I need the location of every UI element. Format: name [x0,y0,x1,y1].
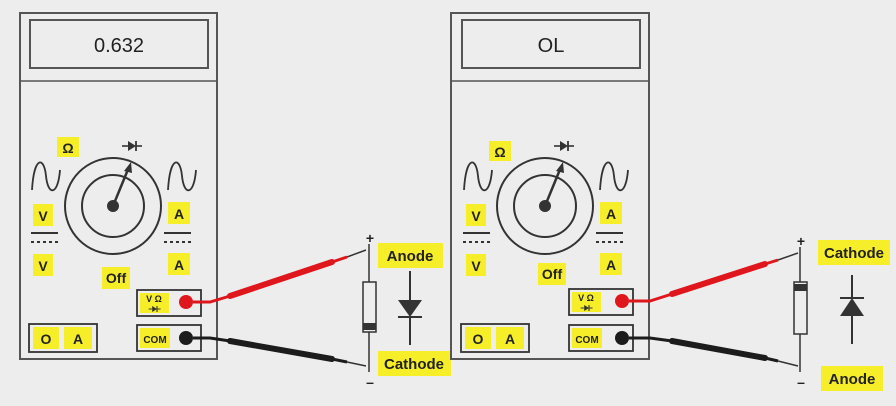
port-com-jack[interactable] [615,331,629,345]
dc-symbol-icon [164,232,191,243]
diode-top-label: Anode [387,248,434,265]
diode-under-test [793,247,808,372]
v-dc-label: V [471,258,481,274]
sine-wave-icon [31,161,61,192]
multimeter-1: 0.632 Ω V A V [19,12,451,390]
ohm-label: Ω [494,144,505,160]
dc-symbol-icon [31,232,58,243]
v-ac-label: V [471,208,481,224]
port-vohm-jack[interactable] [179,295,193,309]
port-com-label: COM [143,335,166,346]
dc-symbol-icon [463,232,490,243]
polarity-minus: – [366,374,374,390]
port-o-label: O [41,331,52,347]
diode-top-label: Cathode [824,245,884,262]
diode-bottom-label: Anode [829,371,876,388]
port-a-label: A [73,331,83,347]
a-ac-label: A [174,206,184,222]
black-test-lead[interactable] [193,336,367,367]
sine-wave-icon [599,161,629,192]
port-vohm-jack[interactable] [615,294,629,308]
polarity-minus: – [797,374,805,390]
display-reading: 0.632 [94,35,144,57]
diode-schematic-icon [398,271,422,345]
lcd-display [29,19,209,69]
a-ac-label: A [606,206,616,222]
sine-wave-icon [167,161,197,192]
ohm-label: Ω [62,140,73,156]
dial-hub [107,200,119,212]
red-test-lead[interactable] [193,249,367,304]
lcd-display [461,19,641,69]
rotary-dial[interactable] [496,157,594,255]
port-o-label: O [473,331,484,347]
diode-schematic-icon [840,275,864,344]
sine-wave-icon [463,161,493,192]
port-com-label: COM [575,335,598,346]
black-test-lead[interactable] [629,336,799,367]
dial-hub [539,200,551,212]
v-dc-label: V [38,258,48,274]
red-test-lead[interactable] [629,252,799,303]
rotary-dial[interactable] [64,157,162,255]
a-dc-label: A [606,257,616,273]
dial-pointer [111,166,131,207]
off-label: Off [106,270,127,286]
polarity-plus: + [366,230,374,246]
dial-pointer-tip [124,162,132,173]
display-reading: OL [538,35,565,57]
diode-under-test [362,244,377,372]
dc-symbol-icon [596,232,623,243]
dial-pointer-tip [556,162,564,173]
dial-pointer [543,166,563,207]
port-vohm-label: V Ω [578,293,594,303]
off-label: Off [542,266,563,282]
multimeter-2: OL Ω V A V A Off [450,12,890,391]
port-vohm-label: V Ω [146,294,162,304]
a-dc-label: A [174,257,184,273]
port-a-label: A [505,331,515,347]
v-ac-label: V [38,208,48,224]
diode-bottom-label: Cathode [384,356,444,373]
polarity-plus: + [797,233,805,249]
port-com-jack[interactable] [179,331,193,345]
